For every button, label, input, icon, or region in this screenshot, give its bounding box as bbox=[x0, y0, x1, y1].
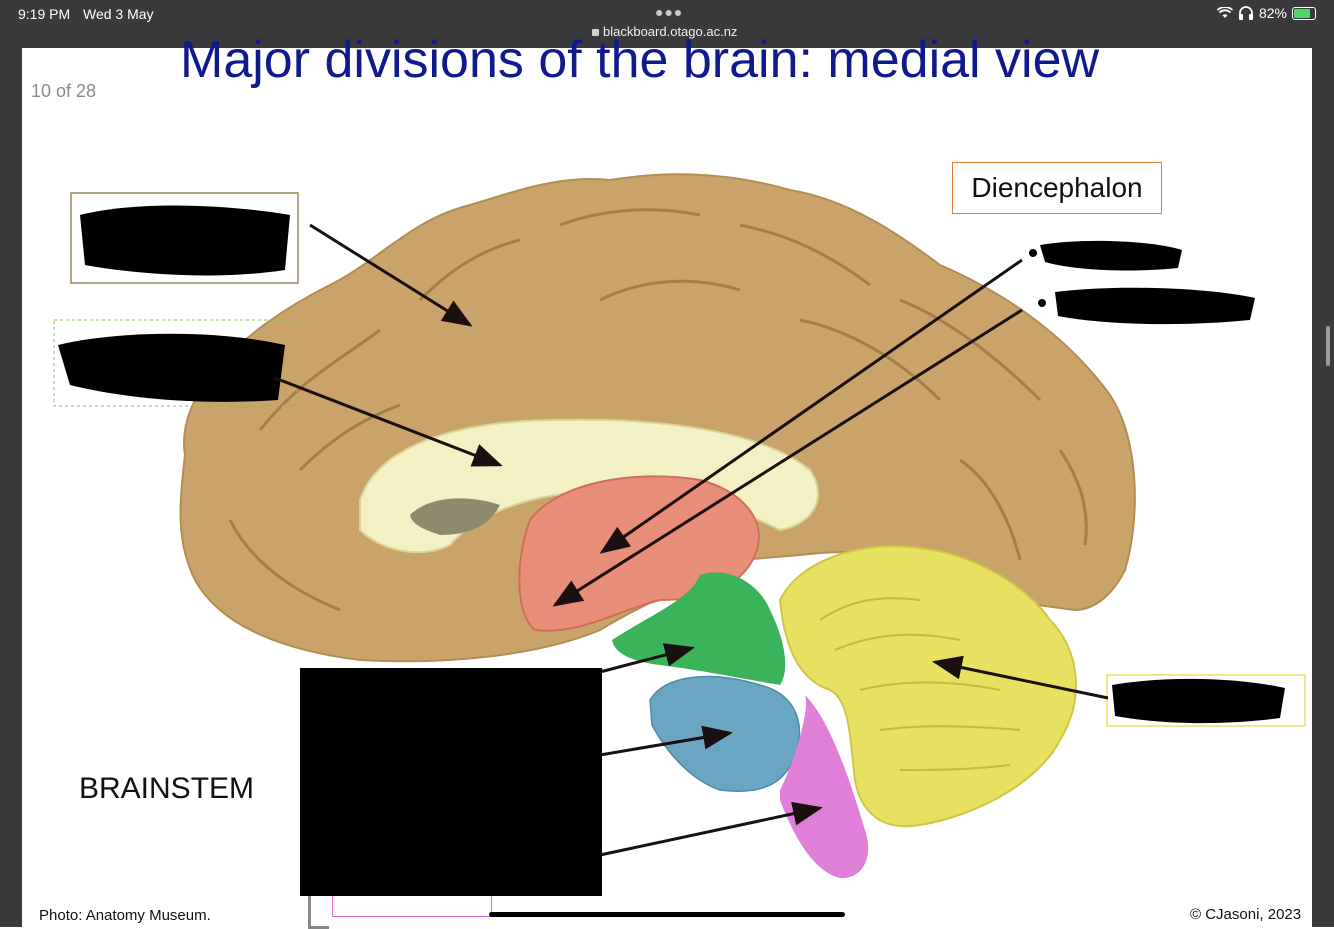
bullet-dot-1 bbox=[1029, 249, 1037, 257]
brainstem-label: BRAINSTEM bbox=[79, 772, 254, 806]
brainstem-bracket bbox=[308, 896, 329, 929]
diencephalon-label: Diencephalon bbox=[952, 162, 1162, 214]
redaction-4 bbox=[1055, 288, 1255, 324]
redaction-5 bbox=[1112, 679, 1285, 723]
copyright: © CJasoni, 2023 bbox=[1190, 906, 1301, 923]
redaction-1 bbox=[80, 206, 290, 276]
redaction-block bbox=[300, 668, 602, 896]
redaction-2 bbox=[58, 334, 285, 402]
photo-credit: Photo: Anatomy Museum. bbox=[39, 907, 211, 924]
bullet-dot-2 bbox=[1038, 299, 1046, 307]
home-indicator[interactable] bbox=[489, 912, 845, 917]
arrow-medulla bbox=[600, 808, 820, 855]
redaction-3 bbox=[1040, 241, 1182, 271]
